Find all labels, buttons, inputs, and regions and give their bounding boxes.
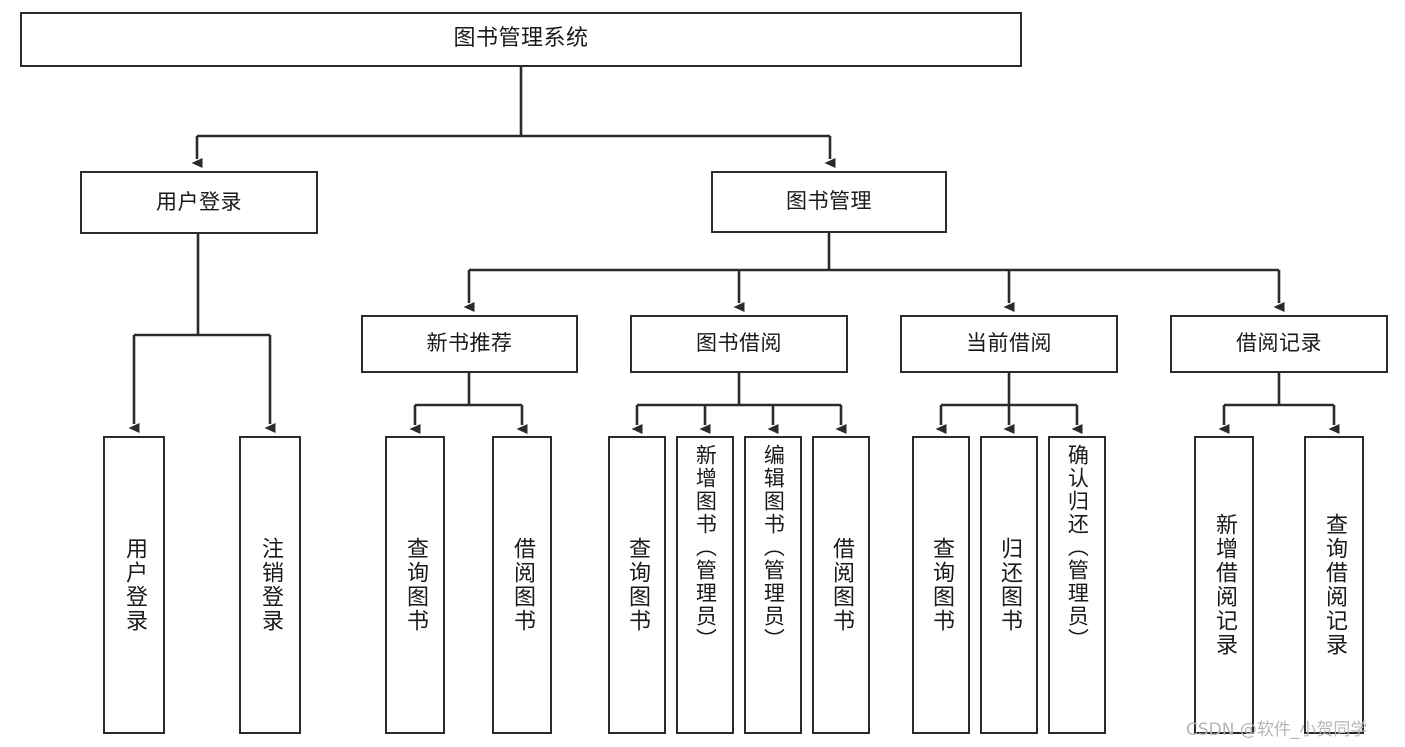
node-leaf-edit-book[interactable]: 编辑图书（管理员） (744, 436, 802, 734)
node-book-borrow[interactable]: 图书借阅 (630, 315, 848, 373)
node-leaf-query-book-3-label: 查询图书 (928, 537, 954, 633)
node-book-manage[interactable]: 图书管理 (711, 171, 947, 233)
node-leaf-query-book-1-label: 查询图书 (402, 537, 428, 633)
node-user-login[interactable]: 用户登录 (80, 171, 318, 234)
node-leaf-return-book-label: 归还图书 (996, 537, 1022, 633)
watermark-text: CSDN @软件_小贺同学 (1186, 720, 1368, 740)
node-leaf-borrow-book-2[interactable]: 借阅图书 (812, 436, 870, 734)
node-borrow-record[interactable]: 借阅记录 (1170, 315, 1388, 373)
node-leaf-add-record[interactable]: 新增借阅记录 (1194, 436, 1254, 734)
node-root-label: 图书管理系统 (453, 26, 589, 52)
node-leaf-add-book[interactable]: 新增图书（管理员） (676, 436, 734, 734)
node-leaf-edit-book-label: 编辑图书（管理员） (761, 444, 786, 651)
node-leaf-query-record-label: 查询借阅记录 (1321, 513, 1347, 657)
node-current-borrow[interactable]: 当前借阅 (900, 315, 1118, 373)
node-root[interactable]: 图书管理系统 (20, 12, 1022, 67)
node-new-book-recommend[interactable]: 新书推荐 (361, 315, 578, 373)
node-current-borrow-label: 当前借阅 (966, 331, 1052, 356)
node-leaf-user-logout-label: 注销登录 (257, 537, 283, 633)
node-leaf-query-book-2-label: 查询图书 (624, 537, 650, 633)
node-leaf-query-book-2[interactable]: 查询图书 (608, 436, 666, 734)
node-leaf-query-record[interactable]: 查询借阅记录 (1304, 436, 1364, 734)
node-new-book-recommend-label: 新书推荐 (426, 331, 513, 356)
node-book-borrow-label: 图书借阅 (696, 331, 782, 356)
node-user-login-label: 用户登录 (156, 189, 242, 214)
node-leaf-user-login-label: 用户登录 (121, 537, 147, 633)
node-leaf-borrow-book-2-label: 借阅图书 (828, 537, 854, 633)
node-book-manage-label: 图书管理 (786, 189, 872, 214)
node-leaf-query-book-1[interactable]: 查询图书 (385, 436, 445, 734)
node-leaf-borrow-book-1[interactable]: 借阅图书 (492, 436, 552, 734)
node-leaf-add-record-label: 新增借阅记录 (1211, 513, 1237, 657)
node-leaf-user-logout[interactable]: 注销登录 (239, 436, 301, 734)
node-leaf-confirm-return[interactable]: 确认归还（管理员） (1048, 436, 1106, 734)
node-leaf-query-book-3[interactable]: 查询图书 (912, 436, 970, 734)
node-leaf-add-book-label: 新增图书（管理员） (693, 444, 718, 651)
node-borrow-record-label: 借阅记录 (1236, 331, 1322, 356)
node-leaf-borrow-book-1-label: 借阅图书 (509, 537, 535, 633)
node-leaf-confirm-return-label: 确认归还（管理员） (1065, 444, 1090, 651)
node-leaf-return-book[interactable]: 归还图书 (980, 436, 1038, 734)
node-leaf-user-login[interactable]: 用户登录 (103, 436, 165, 734)
